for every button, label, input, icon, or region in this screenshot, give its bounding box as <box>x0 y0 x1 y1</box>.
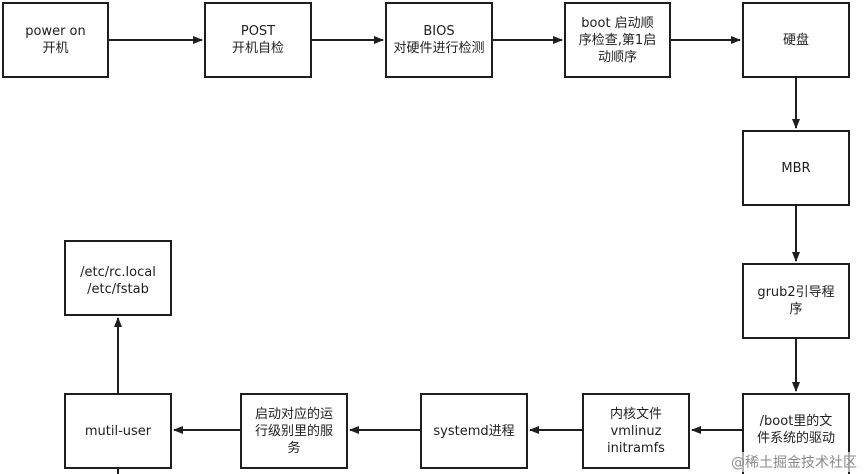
node-post-label: POST 开机自检 <box>231 24 284 56</box>
node-mbr: MBR <box>742 130 850 206</box>
node-mutil-user-label: mutil-user <box>84 423 152 439</box>
node-grub2-label: grub2引导程 序 <box>757 285 835 317</box>
node-runlevel-services: 启动对应的运 行级别里的服 务 <box>240 393 348 469</box>
node-bios: BIOS 对硬件进行检测 <box>385 2 493 78</box>
node-post: POST 开机自检 <box>204 2 312 78</box>
node-grub2: grub2引导程 序 <box>742 263 850 339</box>
node-rc-local-fstab: /etc/rc.local /etc/fstab <box>64 240 172 316</box>
node-boot-filesystem-driver-label: /boot里的文 件系统的驱动 <box>756 414 835 446</box>
node-mutil-user: mutil-user <box>64 393 172 469</box>
node-kernel-files: 内核文件 vmlinuz initramfs <box>582 393 690 469</box>
node-mbr-label: MBR <box>781 160 811 176</box>
node-bios-label: BIOS 对硬件进行检测 <box>393 24 485 56</box>
node-runlevel-services-label: 启动对应的运 行级别里的服 务 <box>254 406 333 456</box>
node-rc-local-fstab-label: /etc/rc.local /etc/fstab <box>80 265 156 297</box>
node-power-on: power on 开机 <box>2 2 109 78</box>
node-systemd-label: systemd进程 <box>433 423 515 439</box>
node-kernel-files-label: 内核文件 vmlinuz initramfs <box>607 406 665 456</box>
node-boot-order: boot 启动顺 序检查,第1启 动顺序 <box>564 2 671 78</box>
node-hard-disk-label: 硬盘 <box>782 32 809 48</box>
watermark: @稀土掘金技术社区 <box>729 452 859 472</box>
node-power-on-label: power on 开机 <box>25 24 86 56</box>
node-systemd: systemd进程 <box>420 393 528 469</box>
node-hard-disk: 硬盘 <box>742 2 850 78</box>
node-boot-order-label: boot 启动顺 序检查,第1启 动顺序 <box>578 15 657 65</box>
